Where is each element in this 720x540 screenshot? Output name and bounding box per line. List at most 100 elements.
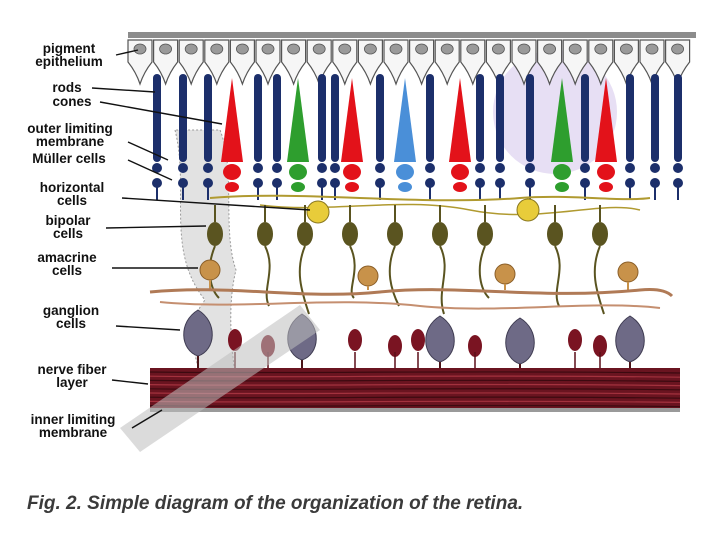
bipolar-axon — [439, 245, 446, 315]
bipolar-axon — [349, 245, 356, 299]
amacrine-cell-body — [357, 265, 379, 287]
ganglion-cell-body — [425, 315, 455, 363]
cone-outer-segment — [449, 78, 471, 162]
rod-outer-segment — [153, 74, 161, 162]
horizontal-cell-body — [516, 198, 540, 222]
rod-outer-segment — [526, 74, 534, 162]
label-pointer-line — [91, 87, 156, 93]
watermark-band — [120, 305, 320, 452]
cone-inner-segment — [343, 164, 361, 180]
pigment-cell — [409, 39, 435, 86]
inner-plexiform-band — [159, 301, 661, 310]
cone-outer-segment — [394, 78, 416, 162]
pigment-epithelium-layer — [127, 32, 696, 86]
label-pointer-line — [115, 49, 139, 56]
horizontal-cell-body — [306, 200, 330, 224]
rod-nucleus — [330, 163, 340, 173]
bipolar-cell-body — [592, 222, 608, 246]
pigment-nucleus — [620, 43, 633, 55]
label-pointer-line — [127, 141, 169, 161]
pigment-nucleus — [491, 43, 505, 55]
pigment-cell — [588, 39, 614, 86]
pigment-cell — [511, 39, 537, 86]
rod-terminal — [425, 178, 435, 188]
bipolar-cell-body — [207, 222, 223, 246]
pigment-nucleus — [312, 43, 326, 55]
ganglion-cell-body — [615, 315, 645, 363]
bipolar-cell-layer — [207, 205, 608, 315]
label-pointer-line — [121, 197, 311, 211]
cone-pedicle — [599, 182, 613, 192]
label-pointer-line — [105, 225, 207, 229]
label-pointer-line — [131, 409, 163, 429]
rod-nucleus — [625, 163, 635, 173]
bipolar-axon — [593, 245, 605, 315]
cone-pedicle — [345, 182, 359, 192]
pigment-nucleus — [440, 43, 454, 55]
rod-outer-segment — [254, 74, 262, 162]
pigment-nucleus — [568, 43, 582, 55]
rod-terminal — [203, 178, 213, 188]
rod-nucleus — [203, 163, 213, 173]
cone-outer-segment — [551, 78, 573, 162]
pigment-cell — [562, 39, 588, 86]
horizontal-process — [209, 194, 651, 202]
pigment-cell — [255, 39, 281, 86]
label-pointer-line — [111, 379, 149, 385]
label-muller-cells: Müller cells — [32, 151, 106, 166]
nerve-fiber-layer — [149, 368, 681, 412]
pigment-nucleus — [133, 43, 147, 55]
small-ganglion-cell — [348, 329, 362, 351]
cone-pedicle — [555, 182, 569, 192]
inner-limiting-membrane-line — [150, 408, 680, 412]
rod-terminal — [375, 178, 385, 188]
pigment-top-edge — [128, 32, 696, 38]
pigment-nucleus — [594, 43, 608, 55]
rod-terminal — [253, 178, 263, 188]
cone-inner-segment — [396, 164, 414, 180]
pigment-nucleus — [235, 43, 249, 55]
pigment-nucleus — [210, 43, 224, 55]
rod-outer-segment — [496, 74, 504, 162]
pigment-cell — [434, 39, 460, 86]
bipolar-axon — [388, 245, 400, 307]
pigment-cell — [537, 39, 563, 86]
bipolar-cell-body — [257, 222, 273, 246]
cone-pedicle — [291, 182, 305, 192]
rod-nucleus — [475, 163, 485, 173]
pigment-cell — [229, 39, 255, 86]
figure-caption: Fig. 2. Simple diagram of the organizati… — [27, 493, 524, 514]
rod-terminal — [650, 178, 660, 188]
pigment-nucleus — [517, 43, 531, 55]
small-ganglion-cell — [468, 335, 482, 357]
rod-terminal — [152, 178, 162, 188]
cone-inner-segment — [451, 164, 469, 180]
rod-terminal — [178, 178, 188, 188]
amacrine-cell-body — [494, 263, 516, 285]
pigment-nucleus — [671, 43, 684, 55]
cone-inner-segment — [289, 164, 307, 180]
rod-outer-segment — [204, 74, 212, 162]
label-cones: cones — [52, 94, 92, 109]
cone-outer-segment — [287, 78, 309, 162]
pigment-nucleus — [261, 43, 275, 55]
rod-nucleus — [425, 163, 435, 173]
rod-outer-segment — [426, 74, 434, 162]
pigment-nucleus — [543, 43, 556, 55]
pigment-nucleus — [363, 43, 377, 55]
rod-nucleus — [525, 163, 535, 173]
small-ganglion-cell — [228, 329, 242, 351]
photoreceptor-layer — [152, 74, 683, 200]
nerve-fiber-strand — [149, 404, 681, 408]
bipolar-axon — [298, 245, 310, 315]
pigment-cell — [178, 39, 204, 86]
pigment-nucleus — [466, 43, 480, 55]
pigment-cell — [153, 39, 179, 86]
cone-pedicle — [225, 182, 239, 192]
rod-nucleus — [152, 163, 162, 173]
ganglion-cell-layer — [183, 309, 645, 368]
